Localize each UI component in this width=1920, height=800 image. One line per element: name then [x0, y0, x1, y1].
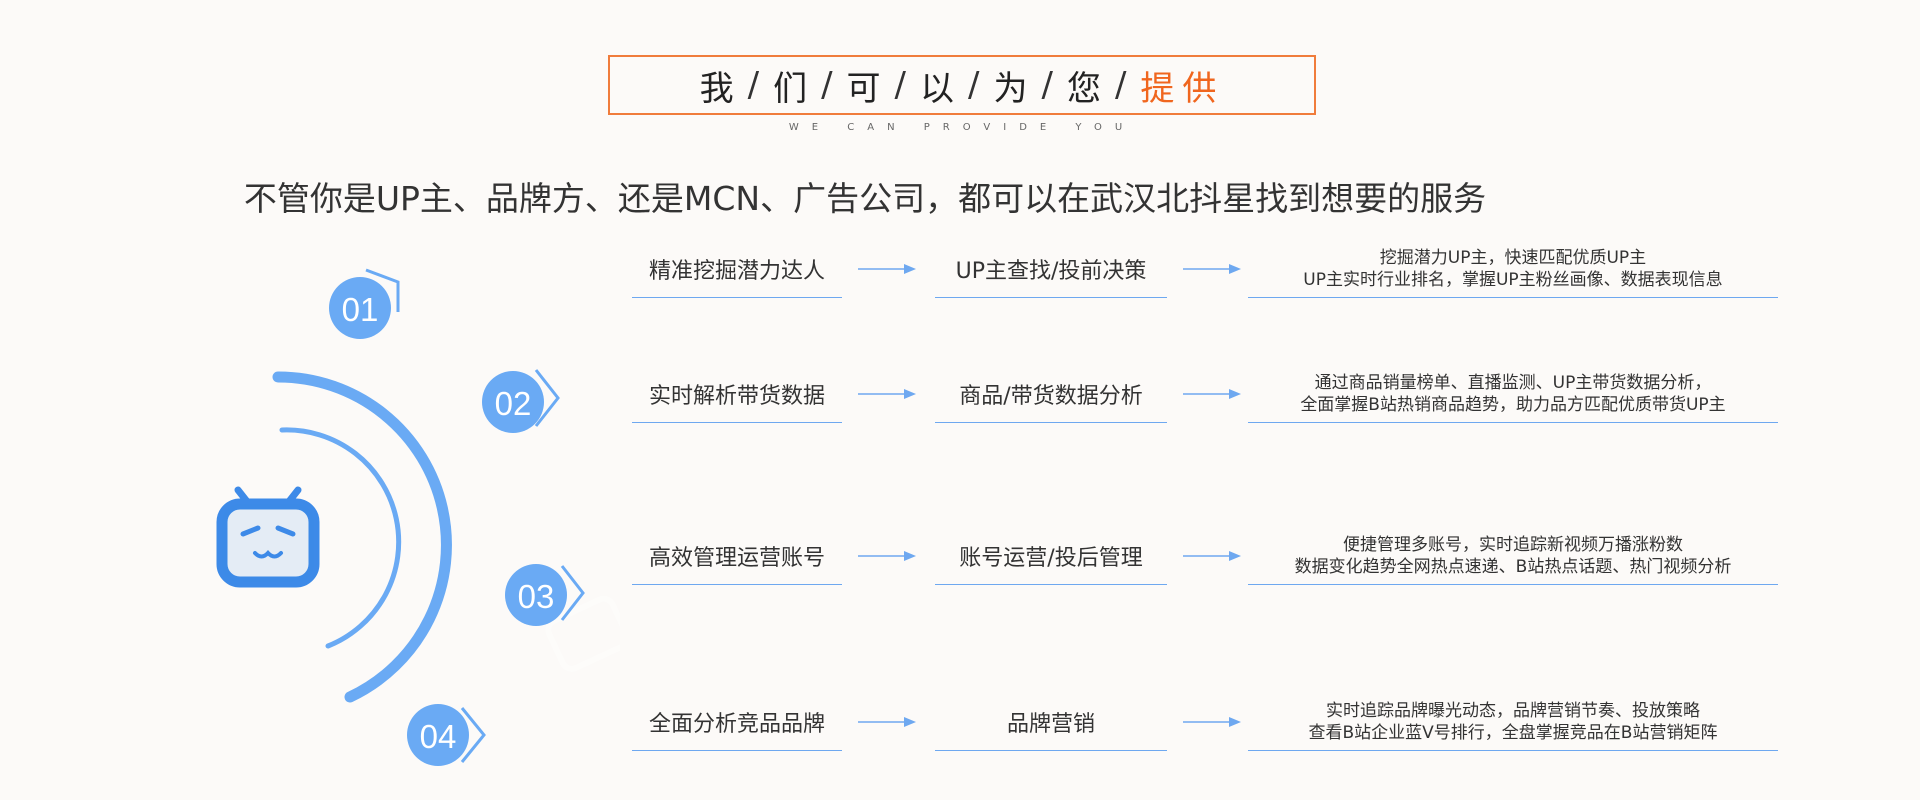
title-separator: / — [894, 65, 908, 105]
description-line: 全面掌握B站热销商品趋势，助力品方匹配优质带货UP主 — [1300, 394, 1726, 415]
service-label: UP主查找/投前决策 — [935, 240, 1167, 298]
feature-row: 全面分析竞品品牌 品牌营销 实时追踪品牌曝光动态，品牌营销节奏、投放策略 查看B… — [630, 693, 1780, 753]
title-char: 您 — [1066, 68, 1103, 109]
title-char: 以 — [920, 68, 956, 109]
bilibili-tv-icon — [216, 486, 320, 588]
title-box: 我 / 们 / 可 / 以 / 为 / 您 / 提供 — [608, 55, 1316, 115]
description-line: 通过商品销量榜单、直播监测、UP主带货数据分析， — [1314, 372, 1712, 393]
feature-label: 精准挖掘潜力达人 — [632, 240, 842, 298]
badge-label: 02 — [495, 385, 532, 422]
arrow-right-icon — [1183, 551, 1241, 561]
title-separator: / — [968, 65, 982, 105]
badge-label: 01 — [342, 291, 379, 328]
arrow-right-icon — [1183, 389, 1241, 399]
title-char: 们 — [773, 68, 810, 109]
chevron-right-icon — [560, 565, 585, 621]
service-label: 品牌营销 — [935, 693, 1167, 751]
title-separator: / — [1041, 65, 1055, 105]
badge-01 — [329, 268, 400, 339]
description-line: UP主实时行业排名，掌握UP主粉丝画像、数据表现信息 — [1303, 269, 1723, 290]
chevron-right-icon — [460, 707, 486, 763]
service-description: 挖掘潜力UP主，快速匹配优质UP主 UP主实时行业排名，掌握UP主粉丝画像、数据… — [1248, 240, 1778, 298]
feature-label: 高效管理运营账号 — [632, 527, 842, 585]
description-line: 数据变化趋势全网热点速递、B站热点话题、热门视频分析 — [1294, 556, 1732, 577]
arrow-right-icon — [858, 551, 916, 561]
service-description: 便捷管理多账号，实时追踪新视频万播涨粉数 数据变化趋势全网热点速递、B站热点话题… — [1248, 527, 1778, 585]
title-char: 我 — [699, 68, 736, 109]
title-separator: / — [747, 65, 762, 105]
badge-03 — [505, 564, 585, 626]
service-label: 账号运营/投后管理 — [935, 527, 1167, 585]
arrow-right-icon — [858, 389, 916, 399]
service-description: 通过商品销量榜单、直播监测、UP主带货数据分析， 全面掌握B站热销商品趋势，助力… — [1248, 365, 1778, 423]
badge-04 — [407, 704, 486, 766]
description-line: 便捷管理多账号，实时追踪新视频万播涨粉数 — [1343, 534, 1683, 555]
headline: 不管你是UP主、品牌方、还是MCN、广告公司，都可以在武汉北抖星找到想要的服务 — [243, 179, 1487, 218]
badge-02 — [482, 369, 560, 433]
inner-arc — [279, 427, 402, 649]
description-line: 实时追踪品牌曝光动态，品牌营销节奏、投放策略 — [1326, 700, 1700, 721]
chevron-right-icon — [365, 268, 400, 312]
title-char: 为 — [993, 68, 1030, 109]
service-label: 商品/带货数据分析 — [935, 365, 1167, 423]
subtitle-en: WE CAN PROVIDE YOU — [788, 122, 1136, 133]
badge-label: 03 — [518, 578, 555, 615]
arrow-right-icon — [858, 264, 916, 274]
service-description: 实时追踪品牌曝光动态，品牌营销节奏、投放策略 查看B站企业蓝V号排行，全盘掌握竞… — [1248, 693, 1778, 751]
feature-label: 实时解析带货数据 — [632, 365, 842, 423]
outer-arc — [272, 371, 452, 703]
feature-row: 实时解析带货数据 商品/带货数据分析 通过商品销量榜单、直播监测、UP主带货数据… — [630, 365, 1780, 425]
title-accent: 提供 — [1140, 68, 1225, 109]
feature-label: 全面分析竞品品牌 — [632, 693, 842, 751]
badge-label: 04 — [420, 718, 457, 755]
feature-row: 精准挖掘潜力达人 UP主查找/投前决策 挖掘潜力UP主，快速匹配优质UP主 UP… — [630, 240, 1780, 300]
chevron-right-icon — [534, 369, 560, 427]
feature-row: 高效管理运营账号 账号运营/投后管理 便捷管理多账号，实时追踪新视频万播涨粉数 … — [630, 527, 1780, 587]
left-graphic: 01 02 03 04 — [216, 268, 620, 766]
watermark-tv-icon — [545, 595, 620, 672]
arrow-right-icon — [858, 717, 916, 727]
title-char: 可 — [846, 68, 883, 109]
description-line: 挖掘潜力UP主，快速匹配优质UP主 — [1379, 247, 1647, 268]
arrow-right-icon — [1183, 717, 1241, 727]
title-separator: / — [1114, 65, 1129, 105]
arrow-right-icon — [1183, 264, 1241, 274]
title-separator: / — [821, 65, 835, 105]
description-line: 查看B站企业蓝V号排行，全盘掌握竞品在B站营销矩阵 — [1308, 722, 1718, 743]
